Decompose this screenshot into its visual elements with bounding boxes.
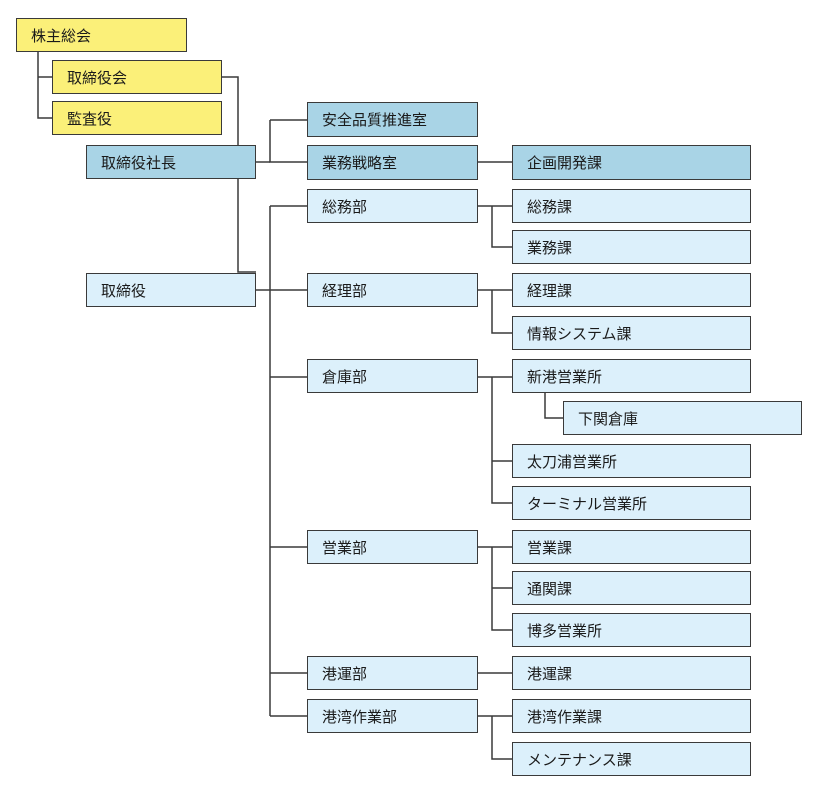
maintenance-section-box: メンテナンス課: [512, 742, 751, 776]
tachinoura-sales-office-box: 太刀浦営業所: [512, 444, 751, 478]
sales-dept-box: 営業部: [307, 530, 478, 564]
port-transport-section-box: 港運課: [512, 656, 751, 690]
business-section-box: 業務課: [512, 230, 751, 264]
planning-development-section-box: 企画開発課: [512, 145, 751, 180]
shimonoseki-warehouse-box: 下関倉庫: [563, 401, 802, 435]
general-affairs-section-box: 総務課: [512, 189, 751, 223]
president-box: 取締役社長: [86, 145, 256, 179]
warehouse-dept-box: 倉庫部: [307, 359, 478, 393]
auditor-box: 監査役: [52, 101, 222, 135]
business-strategy-office-box: 業務戦略室: [307, 145, 478, 180]
shareholders-meeting-box: 株主総会: [16, 18, 187, 52]
accounting-dept-box: 経理部: [307, 273, 478, 307]
information-systems-section-box: 情報システム課: [512, 316, 751, 350]
sales-section-box: 営業課: [512, 530, 751, 564]
board-of-directors-box: 取締役会: [52, 60, 222, 94]
hakata-sales-office-box: 博多営業所: [512, 613, 751, 647]
safety-quality-office-box: 安全品質推進室: [307, 102, 478, 137]
harbor-operations-dept-box: 港湾作業部: [307, 699, 478, 733]
shinko-sales-office-box: 新港営業所: [512, 359, 751, 393]
customs-section-box: 通関課: [512, 571, 751, 605]
terminal-sales-office-box: ターミナル営業所: [512, 486, 751, 520]
port-transport-dept-box: 港運部: [307, 656, 478, 690]
harbor-operations-section-box: 港湾作業課: [512, 699, 751, 733]
general-affairs-dept-box: 総務部: [307, 189, 478, 223]
accounting-section-box: 経理課: [512, 273, 751, 307]
director-box: 取締役: [86, 273, 256, 307]
